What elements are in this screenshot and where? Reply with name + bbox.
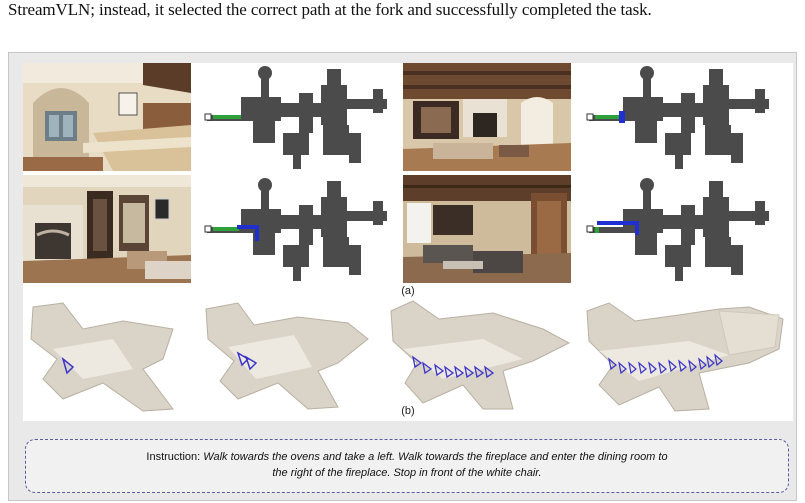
instruction-box: Instruction: Walk towards the ovens and … (25, 439, 789, 493)
instruction-prefix: Instruction: (146, 451, 201, 463)
instruction-line-1: Instruction: Walk towards the ovens and … (26, 449, 788, 465)
instruction-text-1: Walk towards the ovens and take a left. … (203, 451, 668, 463)
panel-b-label: (b) (401, 405, 415, 417)
panel-a: (a) (23, 63, 793, 328)
fireplace-hallway-photo (23, 175, 191, 283)
kitchen-archway-photo (23, 63, 191, 171)
point-cloud-step-1 (23, 299, 193, 415)
point-cloud-step-2 (198, 299, 378, 415)
topdown-map-2 (575, 63, 789, 171)
topdown-map-4 (575, 175, 789, 283)
living-room-sofa-photo (403, 175, 571, 283)
point-cloud-step-4 (579, 299, 789, 415)
panel-a-label: (a) (401, 285, 415, 297)
instruction-line-2: the right of the fireplace. Stop in fron… (26, 465, 788, 481)
figure: (a) (8, 52, 797, 501)
caption-text: StreamVLN; instead, it selected the corr… (8, 0, 652, 19)
topdown-map-3 (193, 175, 399, 283)
topdown-map-1 (193, 63, 399, 171)
instruction-text-2: the right of the fireplace. Stop in fron… (272, 467, 542, 479)
point-cloud-step-3 (383, 299, 573, 415)
living-room-beams-photo (403, 63, 571, 171)
panel-b: (b) (23, 299, 793, 421)
